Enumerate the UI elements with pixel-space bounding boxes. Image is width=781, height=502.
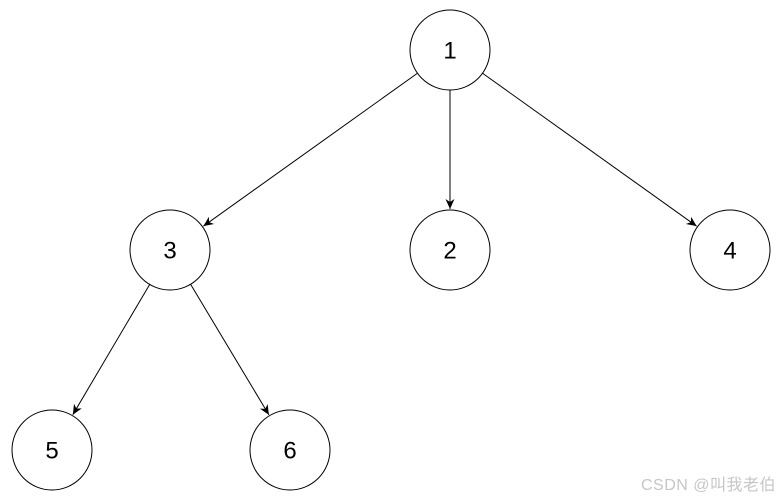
- node-label-3: 3: [163, 238, 176, 265]
- tree-edge-1-4: [482, 72, 697, 227]
- csdn-watermark: CSDN @叫我老伯: [640, 477, 776, 494]
- node-label-5: 5: [45, 438, 58, 465]
- node-circle-5: [11, 409, 93, 491]
- node-label-6: 6: [283, 438, 296, 465]
- node-label-2: 2: [443, 238, 456, 265]
- tree-node-6: 6: [249, 409, 331, 491]
- node-circle-2: [409, 209, 491, 291]
- tree-node-3: 3: [129, 209, 211, 291]
- node-circle-3: [129, 209, 211, 291]
- node-circle-6: [249, 409, 331, 491]
- node-circle-1: [409, 9, 491, 91]
- tree-node-2: 2: [409, 209, 491, 291]
- tree-node-4: 4: [689, 209, 771, 291]
- node-circle-4: [689, 209, 771, 291]
- tree-edge-1-3: [203, 72, 418, 227]
- tree-node-1: 1: [409, 9, 491, 91]
- node-label-4: 4: [723, 238, 736, 265]
- node-label-1: 1: [443, 38, 456, 65]
- tree-edge-3-6: [190, 284, 270, 416]
- tree-edge-3-5: [72, 284, 151, 415]
- tree-node-5: 5: [11, 409, 93, 491]
